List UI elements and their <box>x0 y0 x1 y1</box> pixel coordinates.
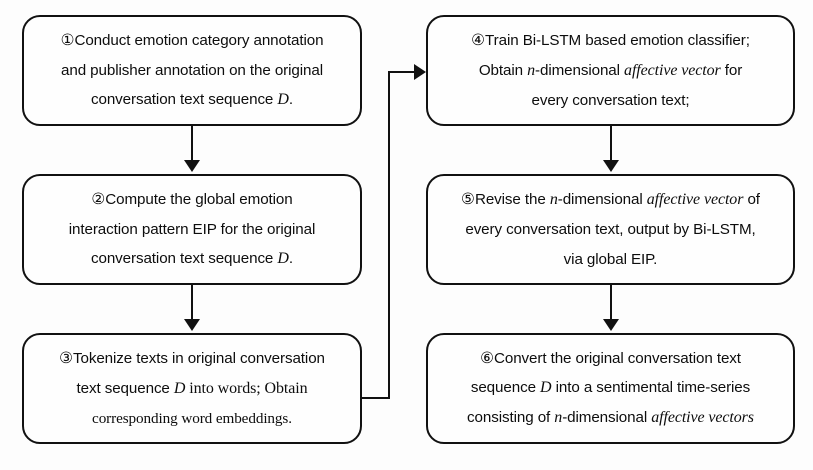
step-3-line-1-text: Tokenize texts in original conversation <box>73 350 325 368</box>
flow-node-step-6[interactable]: ⑥Convert the original conversation text … <box>426 333 795 444</box>
step-5-line-3: via global EIP. <box>563 250 658 268</box>
step-6-line-2-pre: sequence <box>470 379 541 397</box>
step-1-line-3-post: . <box>288 90 293 108</box>
step-2-marker-icon: ② <box>91 190 106 209</box>
flow-node-step-3[interactable]: ③Tokenize texts in original conversation… <box>22 333 362 444</box>
connector-step4-step5-line <box>610 126 612 164</box>
step-4-var-n: n <box>527 61 536 79</box>
step-6-line-1-text: Convert the original conversation text <box>493 349 741 367</box>
step-6-line-3-pre: consisting of <box>467 409 555 427</box>
connector-step5-step6-line <box>610 285 612 323</box>
step-6-marker-icon: ⑥ <box>480 348 494 367</box>
step-4-marker-icon: ④ <box>471 31 486 50</box>
step-6-var-d: D <box>540 379 552 397</box>
step-6-line-3: consisting of n-dimensional affective ve… <box>438 410 783 426</box>
connector-step1-step2-arrowhead-icon <box>184 160 200 172</box>
step-2-line-1-text: Compute the global emotion <box>105 191 293 209</box>
step-2-line-3: conversation text sequence D. <box>34 249 350 267</box>
step-2-line-1: ②Compute the global emotion <box>34 190 350 209</box>
step-3-var-d: D <box>173 379 186 397</box>
step-5-marker-icon: ⑤ <box>461 190 475 209</box>
step-1-line-3: conversation text sequence D. <box>34 90 350 108</box>
flow-node-step-4[interactable]: ④Train Bi-LSTM based emotion classifier;… <box>426 15 795 126</box>
connector-step3-step4-segment-vertical <box>388 71 390 399</box>
step-1-line-1-text: Conduct emotion category annotation <box>74 32 324 50</box>
step-6-var-n: n <box>554 409 563 427</box>
flow-node-step-5[interactable]: ⑤Revise the n-dimensional affective vect… <box>426 174 795 285</box>
flow-node-step-2[interactable]: ②Compute the global emotion interaction … <box>22 174 362 285</box>
step-1-line-3-pre: conversation text sequence <box>90 90 278 108</box>
step-2-var-d: D <box>277 249 289 267</box>
step-6-line-2-post: into a sentimental time-series <box>551 379 751 397</box>
connector-step3-step4-segment-top <box>388 71 416 73</box>
step-4-line-1: ④Train Bi-LSTM based emotion classifier; <box>438 31 783 50</box>
step-1-line-1: ①Conduct emotion category annotation <box>34 31 350 50</box>
step-4-line-2-mid: -dimensional <box>535 61 625 79</box>
step-5-var-n: n <box>549 191 558 209</box>
step-3-line-3: corresponding word embeddings. <box>92 409 292 427</box>
connector-step3-step4-segment-bottom <box>362 397 390 399</box>
step-4-line-2: Obtain n-dimensional affective vector fo… <box>438 61 783 79</box>
connector-step2-step3-arrowhead-icon <box>184 319 200 331</box>
connector-step1-step2-line <box>191 126 193 164</box>
step-3-marker-icon: ③ <box>59 349 73 368</box>
step-2-line-2: interaction pattern EIP for the original <box>68 220 316 238</box>
step-6-line-3-mid: -dimensional <box>562 409 652 427</box>
step-1-line-2: and publisher annotation on the original <box>61 61 323 79</box>
step-3-line-2-pre: text sequence <box>76 379 174 397</box>
connector-step3-step4-arrowhead-icon <box>414 64 426 80</box>
step-3-line-2: text sequence D into words; Obtain <box>34 379 350 397</box>
step-4-line-2-pre: Obtain <box>478 61 528 79</box>
step-4-line-1-text: Train Bi-LSTM based emotion classifier; <box>485 32 750 50</box>
step-6-term-affective-vectors: affective vectors <box>651 409 754 427</box>
step-6-line-2: sequence D into a sentimental time-serie… <box>438 380 783 396</box>
connector-step2-step3-line <box>191 285 193 323</box>
step-5-line-1: ⑤Revise the n-dimensional affective vect… <box>438 192 783 208</box>
step-5-line-1-mid: -dimensional <box>557 191 647 209</box>
step-5-line-2: every conversation text, output by Bi-LS… <box>465 221 756 239</box>
flow-node-step-1[interactable]: ①Conduct emotion category annotation and… <box>22 15 362 126</box>
step-3-line-1: ③Tokenize texts in original conversation <box>34 349 350 368</box>
step-6-line-1: ⑥Convert the original conversation text <box>438 348 783 367</box>
connector-step5-step6-arrowhead-icon <box>603 319 619 331</box>
step-1-marker-icon: ① <box>60 31 75 50</box>
step-1-var-d: D <box>277 90 289 108</box>
step-5-term-affective-vector: affective vector <box>646 191 744 209</box>
step-2-line-3-post: . <box>288 249 293 267</box>
connector-step4-step5-arrowhead-icon <box>603 160 619 172</box>
step-4-term-affective-vector: affective vector <box>624 61 721 79</box>
step-5-line-1-post: of <box>743 191 760 209</box>
step-2-line-3-pre: conversation text sequence <box>90 249 278 267</box>
step-5-line-1-pre: Revise the <box>474 191 550 209</box>
step-3-line-2-post: into words; Obtain <box>185 379 308 397</box>
step-4-line-3: every conversation text; <box>531 91 690 109</box>
step-4-line-2-post: for <box>720 61 743 79</box>
